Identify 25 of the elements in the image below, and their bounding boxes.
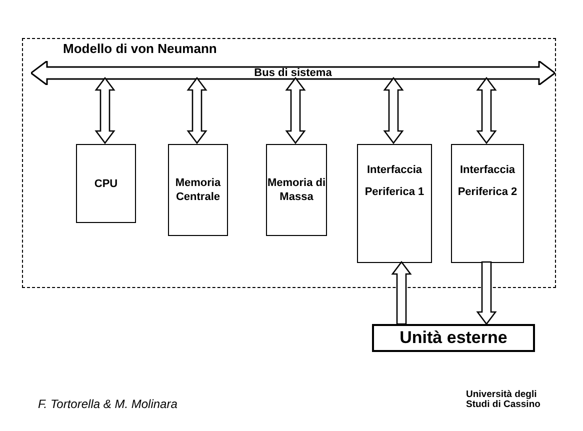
component-box — [168, 144, 228, 236]
component-box — [451, 144, 524, 263]
hollow-arrow — [94, 76, 116, 144]
hollow-arrow — [186, 76, 208, 144]
author-credit: F. Tortorella & M. Molinara — [38, 397, 178, 411]
box-label: Memoria Centrale — [174, 176, 222, 204]
bus-label: Bus di sistema — [254, 67, 332, 79]
box-label: Memoria di Massa — [267, 176, 326, 204]
hollow-arrow — [476, 261, 497, 326]
component-box — [266, 144, 327, 236]
hollow-arrow — [285, 76, 306, 144]
hollow-arrow — [476, 76, 497, 144]
bus-double-arrow — [31, 61, 555, 85]
component-box — [372, 324, 535, 352]
dashed-frame — [22, 38, 556, 288]
box-label: Interfaccia Periferica 2 — [456, 163, 518, 200]
hollow-arrow — [391, 260, 412, 325]
box-label: Interfaccia Periferica 1 — [364, 163, 426, 200]
box-label: Unità esterne — [400, 331, 508, 345]
hollow-arrow — [383, 76, 404, 144]
frame-heading: Modello di von Neumann — [63, 41, 217, 56]
institution-name: Università degli Studi di Cassino — [466, 390, 542, 410]
box-label: CPU — [94, 176, 118, 190]
component-box — [357, 144, 432, 263]
component-box — [76, 144, 136, 223]
